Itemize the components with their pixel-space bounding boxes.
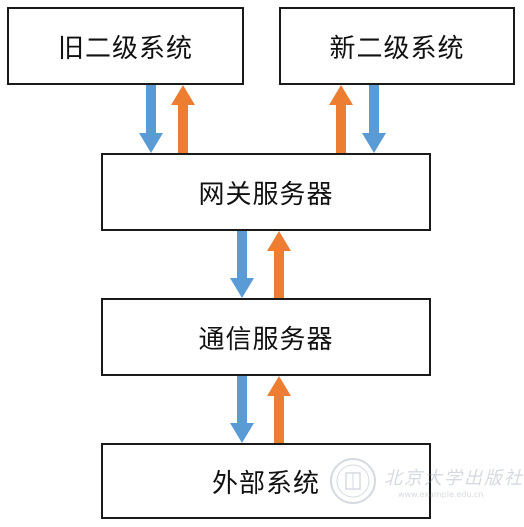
arrow-up-comm-to-gateway [267,231,291,298]
arrow-down-new-to-gateway [362,85,386,153]
communication-server-box: 通信服务器 [101,298,431,376]
arrow-up-gateway-to-old [171,85,195,153]
external-system-label: 外部系统 [211,468,320,499]
old-subsystem-label: 旧二级系统 [57,33,193,64]
arrow-up-gateway-to-new [329,85,353,153]
watermark: 北京大学出版社 www.example.edu.cn [328,456,522,512]
watermark-text: 北京大学出版社 [384,468,524,489]
arrow-down-gateway-to-comm [230,231,254,298]
arrow-down-comm-to-external [230,376,254,443]
gateway-server-label: 网关服务器 [198,179,334,210]
new-subsystem-box: 新二级系统 [279,7,515,85]
old-subsystem-box: 旧二级系统 [7,7,244,85]
new-subsystem-label: 新二级系统 [329,33,465,64]
arrow-up-external-to-comm [267,376,291,443]
seal-logo-icon [330,458,376,504]
watermark-url: www.example.edu.cn [398,490,484,499]
external-system-box: 外部系统 [101,443,431,519]
communication-server-label: 通信服务器 [198,324,334,355]
gateway-server-box: 网关服务器 [101,153,431,231]
arrow-down-old-to-gateway [139,85,163,153]
